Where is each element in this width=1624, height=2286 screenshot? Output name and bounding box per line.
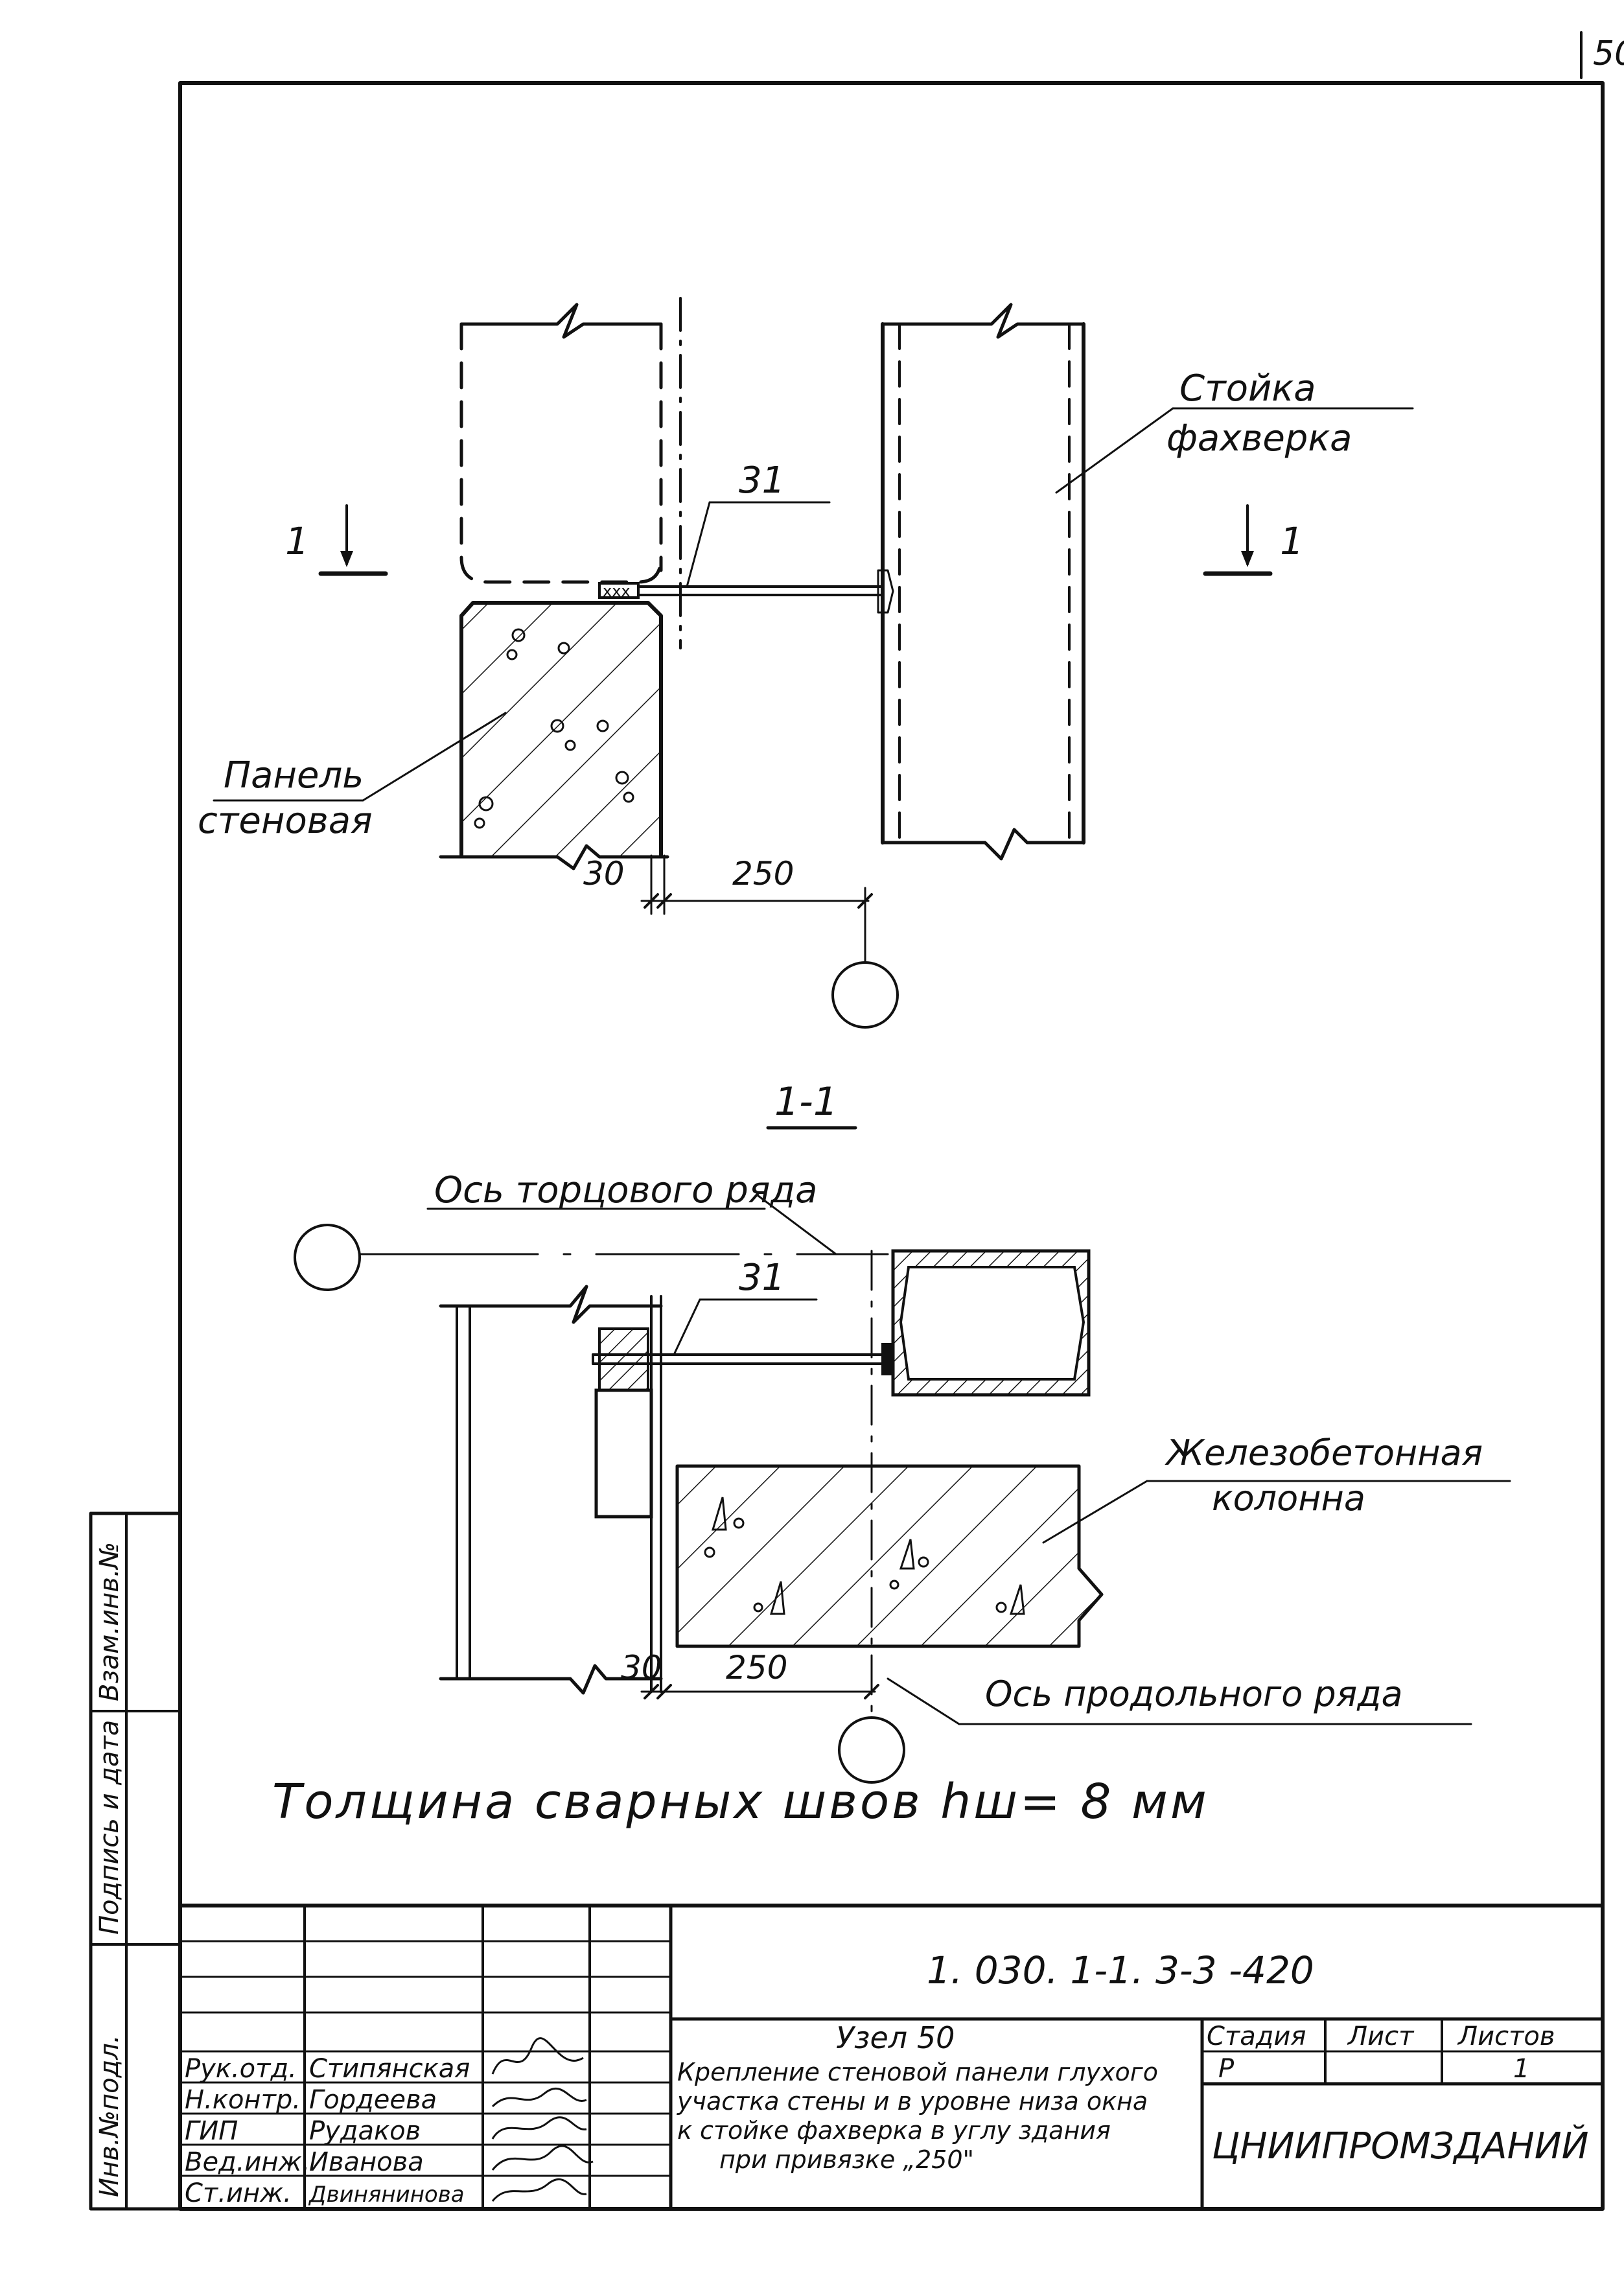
leader-panel xyxy=(362,712,507,802)
end-axis-label: Ось торцового ряда xyxy=(434,1169,818,1211)
grid-bubble-plan xyxy=(831,961,899,1029)
sheet-frame xyxy=(178,81,1605,2211)
stamp-replacement-inv: Взам.инв.№ xyxy=(95,1542,124,1701)
role-chief-engineer: ГИП xyxy=(185,2116,238,2146)
name-5: Двинянинова xyxy=(308,2182,465,2208)
description-line4: при привязке „250" xyxy=(719,2145,974,2174)
section-1-1: 1-1 Ось торцового ряда 31 xyxy=(294,1079,1511,1784)
label-longitudinal-axis: Ось продольного ряда xyxy=(985,1674,1403,1714)
plan-view: xxx 31 Стойка фахверка Панель стеновая xyxy=(198,297,1414,1029)
drawing-code: 1. 030. 1-1. 3-3 -420 xyxy=(927,1948,1314,1992)
description-line1: Крепление стеновой панели глухого xyxy=(677,2058,1158,2086)
side-stamp: Инв.№подл. Подпись и дата Взам.инв.№ xyxy=(89,1511,182,2211)
sheets-value: 1 xyxy=(1513,2054,1529,2084)
stamp-signature-date: Подпись и дата xyxy=(95,1720,124,1935)
dim-30-plan: 30 xyxy=(583,855,625,892)
wall-section xyxy=(439,1285,663,1695)
svg-text:1: 1 xyxy=(285,519,309,563)
stamp-inv-original: Инв.№подл. xyxy=(95,2035,124,2197)
svg-text:xxx: xxx xyxy=(603,582,631,600)
name-2: Гордеева xyxy=(309,2085,437,2115)
name-1: Стипянская xyxy=(309,2054,470,2084)
rc-column xyxy=(675,1464,1104,1648)
wall-above-opening xyxy=(459,297,682,649)
section-marker-left: 1 xyxy=(285,504,388,576)
label-rc-column-line2: колонна xyxy=(1212,1478,1365,1519)
section-marker-right: 1 xyxy=(1203,504,1304,576)
description-line2: участка стены и в уровне низа окна xyxy=(677,2087,1148,2116)
label-column-line2: фахверка xyxy=(1166,417,1352,460)
leader-rc-column xyxy=(1042,1480,1148,1544)
label-rc-column-line1: Железобетонная xyxy=(1165,1432,1483,1473)
anchor-rod-31: xxx xyxy=(598,569,894,614)
dim-250-section: 250 xyxy=(726,1649,787,1686)
steel-box-column xyxy=(891,1249,1091,1397)
label-31-plan: 31 xyxy=(739,460,785,502)
leader-31 xyxy=(686,501,711,588)
section-title: 1-1 xyxy=(774,1079,838,1125)
signatures xyxy=(491,2037,594,2202)
stage-value: Р xyxy=(1218,2054,1235,2084)
sheet-header: Лист xyxy=(1347,2022,1415,2051)
dim-30-section: 30 xyxy=(621,1649,662,1686)
wall-panel xyxy=(459,601,663,857)
svg-text:1: 1 xyxy=(1280,519,1304,563)
role-senior-engineer: Ст.инж. xyxy=(185,2178,292,2208)
grid-bubble-longitudinal xyxy=(838,1716,905,1784)
title-block: 1. 030. 1-1. 3-3 -420 Рук.отд. Н.контр. … xyxy=(178,1904,1605,2211)
label-column-line1: Стойка xyxy=(1179,367,1316,410)
weld-note: Толщина сварных швов hш= 8 мм xyxy=(272,1774,1209,1830)
sheet-corner-number: 50 xyxy=(1593,34,1624,73)
stage-header: Стадия xyxy=(1207,2022,1306,2051)
grid-bubble-end-axis xyxy=(294,1224,361,1291)
plan-dimensions: 30 250 xyxy=(583,854,873,915)
facade-column xyxy=(881,303,1085,861)
leader-column xyxy=(1055,407,1174,494)
node-title: Узел 50 xyxy=(836,2020,955,2055)
name-4: Иванова xyxy=(309,2147,424,2177)
label-panel-line2: стеновая xyxy=(198,800,373,842)
section-dimensions: 30 250 xyxy=(621,1649,879,1699)
sheets-header: Листов xyxy=(1457,2022,1555,2051)
dim-250-plan: 250 xyxy=(732,855,794,892)
label-31-section: 31 xyxy=(739,1257,785,1299)
role-lead-engineer: Вед.инж. xyxy=(185,2147,310,2177)
description-line3: к стойке фахверка в углу здания xyxy=(677,2116,1111,2145)
name-3: Рудаков xyxy=(309,2116,421,2146)
label-panel-line1: Панель xyxy=(224,754,364,797)
organization: ЦНИИПРОМЗДАНИЙ xyxy=(1212,2125,1589,2167)
role-head: Рук.отд. xyxy=(185,2054,297,2084)
role-norm-control: Н.контр. xyxy=(185,2085,301,2115)
